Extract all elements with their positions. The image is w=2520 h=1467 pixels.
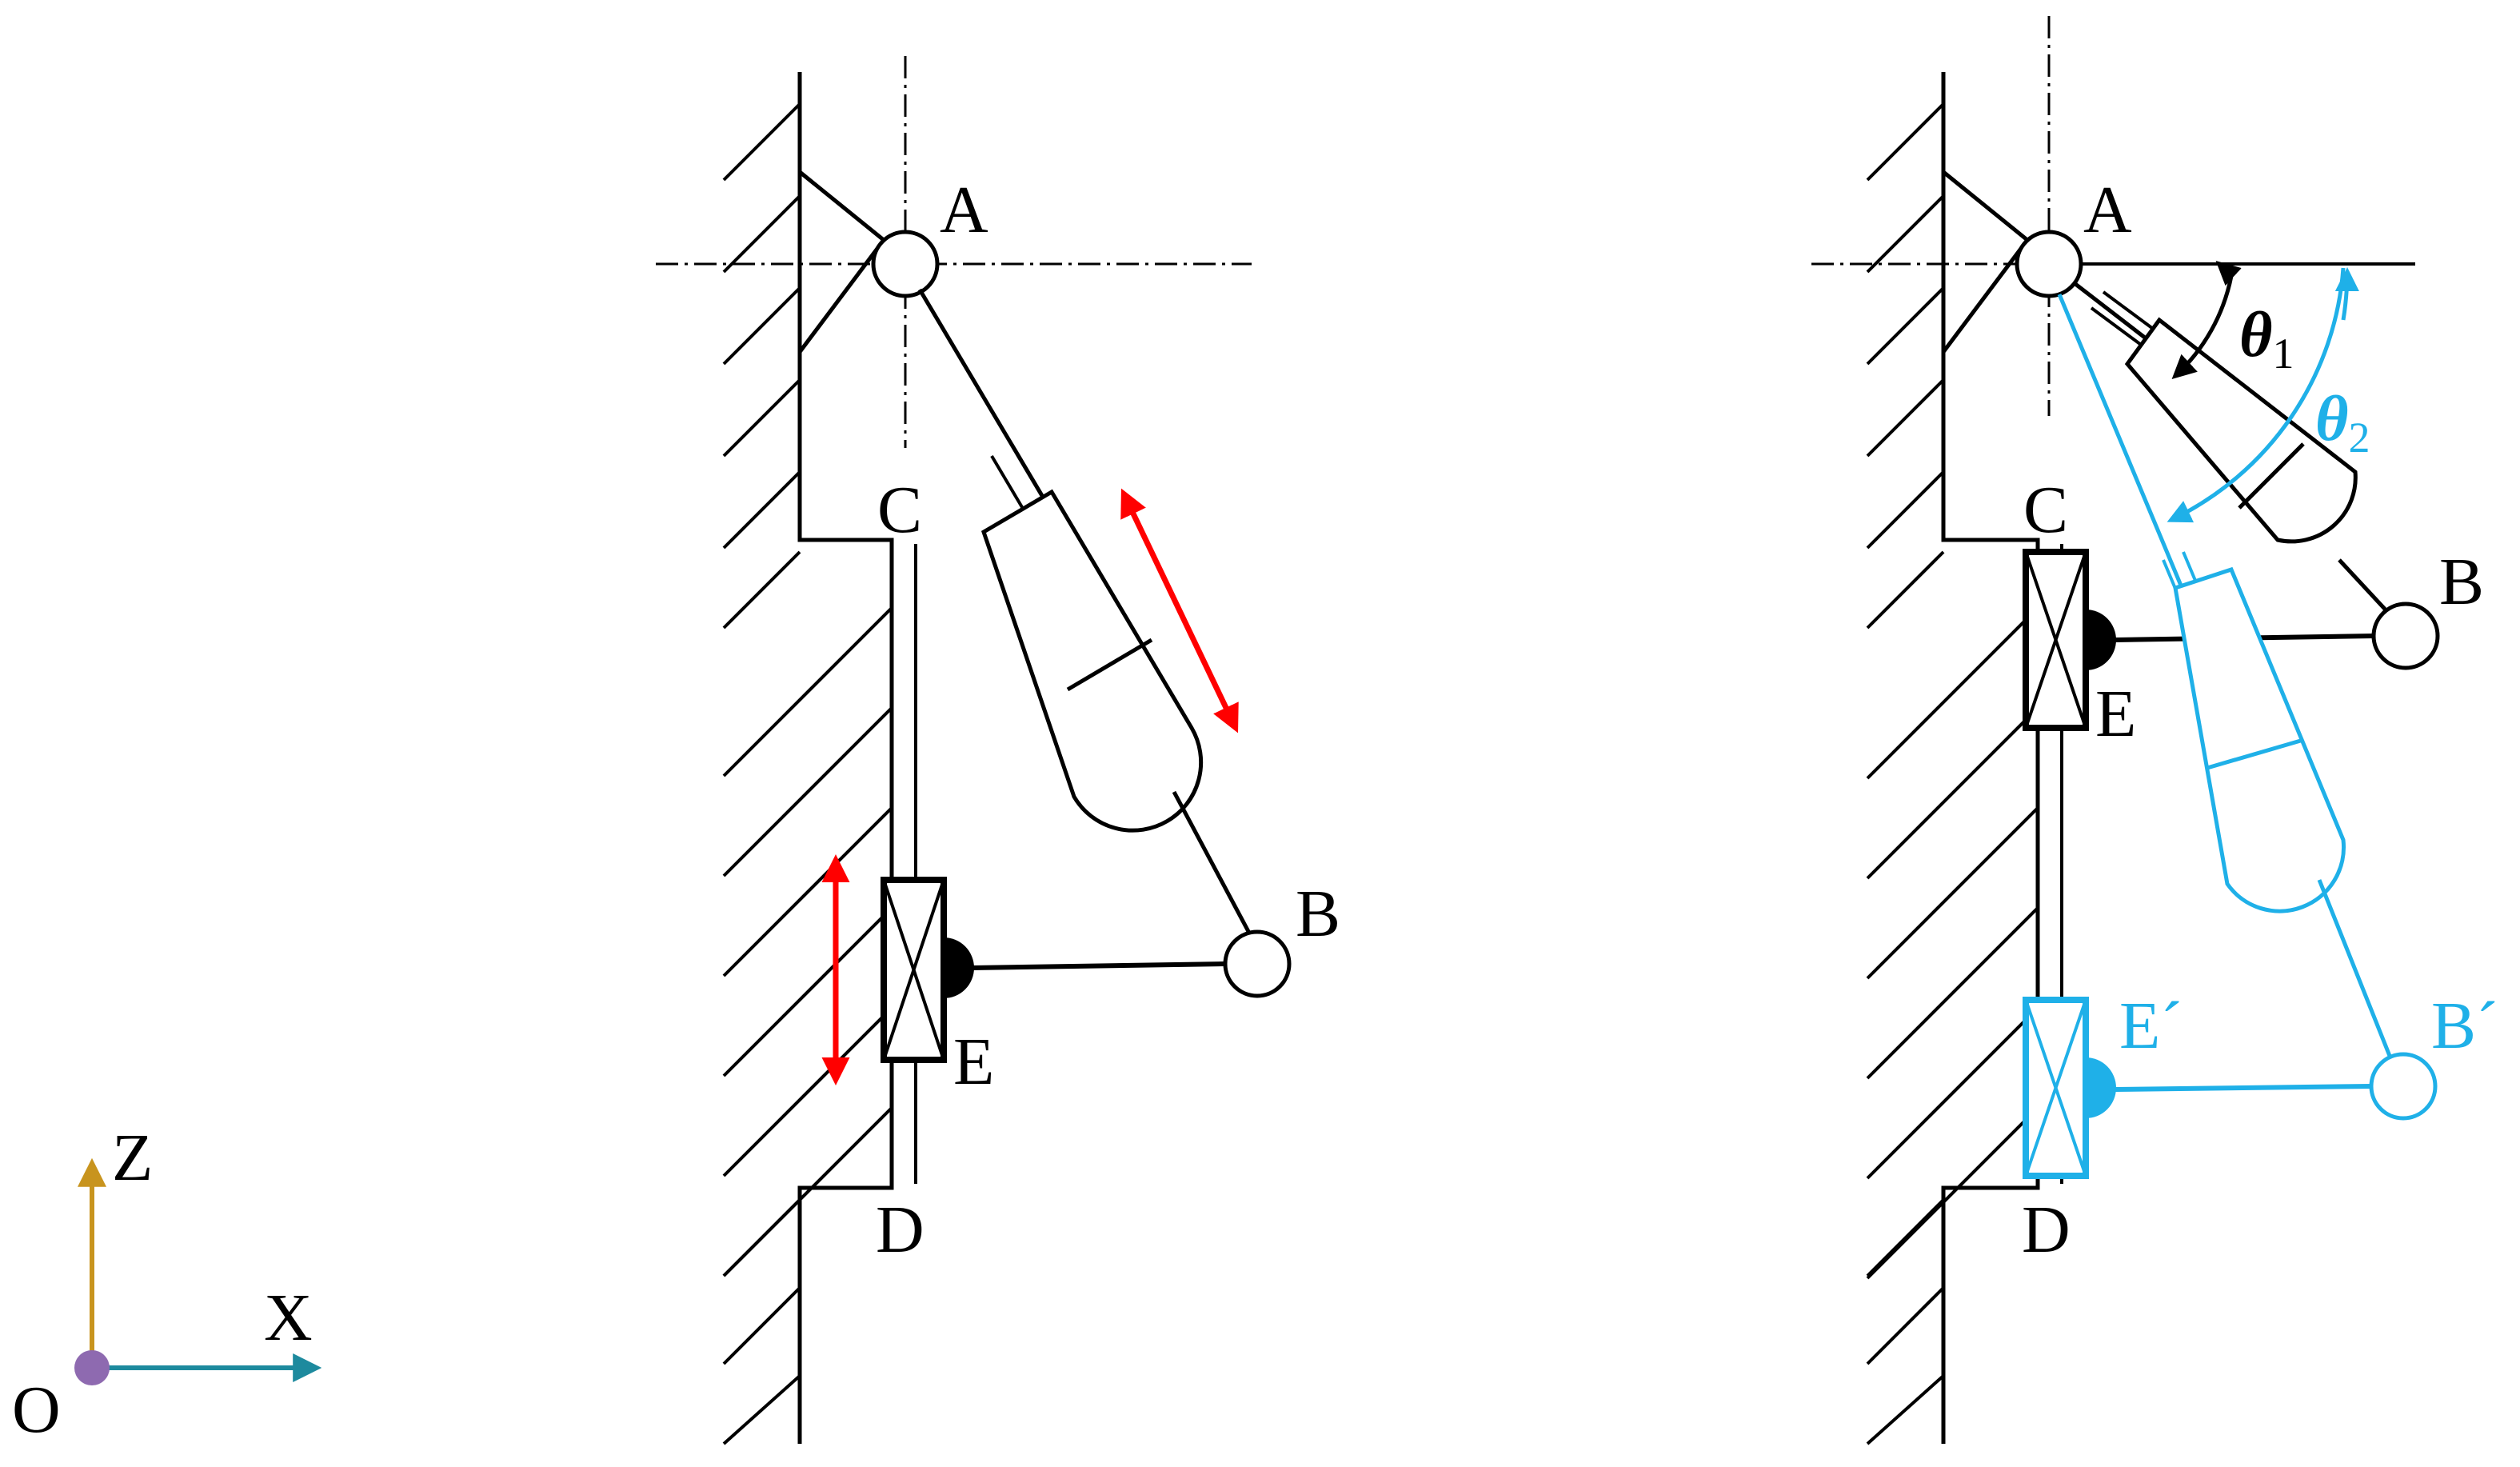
right-label-e: E xyxy=(2095,677,2136,751)
theta1-arc xyxy=(2171,275,2234,380)
right-joint-a xyxy=(2015,230,2083,298)
displaced-actuator-piston-line xyxy=(2206,737,2304,770)
left-slider-e-bump xyxy=(944,937,974,998)
displaced-actuator-cylinder xyxy=(2173,566,2346,913)
left-mechanism xyxy=(656,56,1292,1445)
left-label-c: C xyxy=(877,473,922,547)
right-pivot-mount xyxy=(1942,170,2031,354)
displaced-link-eb xyxy=(2115,1084,2372,1092)
left-rod-b xyxy=(1172,790,1254,939)
origin-label: O xyxy=(12,1373,61,1447)
left-link-eb xyxy=(971,961,1224,970)
theta2-arc-start xyxy=(2334,267,2359,321)
right-label-b: B xyxy=(2439,545,2484,619)
left-pivot-mount xyxy=(798,170,887,354)
theta1-arc-start xyxy=(2215,260,2242,286)
left-actuator-cylinder xyxy=(980,489,1204,833)
right-actuator-piston-line xyxy=(2238,442,2305,510)
right-slider-e-bump xyxy=(2086,610,2116,670)
left-label-d: D xyxy=(876,1193,925,1267)
right-wall-hatching xyxy=(1866,102,2039,1445)
right-label-e-prime: E´ xyxy=(2119,989,2183,1063)
displaced-slider-e-bump xyxy=(2086,1057,2116,1118)
origin-dot xyxy=(74,1350,110,1385)
right-displaced-config xyxy=(2023,294,2438,1179)
displaced-rod-a xyxy=(2057,294,2198,621)
coordinate-axes: Z X O xyxy=(12,1121,322,1447)
displaced-rod-b xyxy=(2317,879,2394,1061)
right-label-b-prime: B´ xyxy=(2431,989,2498,1063)
displaced-joint-b xyxy=(2369,1052,2438,1121)
z-axis-label: Z xyxy=(112,1121,153,1195)
left-joint-b xyxy=(1223,929,1292,998)
right-label-d: D xyxy=(2022,1193,2071,1267)
left-label-b: B xyxy=(1296,877,1340,951)
right-joint-b xyxy=(2371,602,2440,670)
left-wall-hatching xyxy=(722,102,893,1445)
left-label-e: E xyxy=(953,1025,994,1099)
x-axis-label: X xyxy=(264,1281,313,1355)
left-joint-a xyxy=(871,230,940,298)
theta2-label: θ2 xyxy=(2315,384,2370,462)
left-actuator-motion-arrow xyxy=(1120,488,1239,734)
left-label-a: A xyxy=(940,173,988,247)
theta1-label: θ1 xyxy=(2239,300,2294,378)
right-rod-b xyxy=(2338,558,2393,618)
right-label-a: A xyxy=(2083,173,2132,247)
right-label-c: C xyxy=(2023,473,2068,547)
theta2-arc xyxy=(2167,267,2346,523)
